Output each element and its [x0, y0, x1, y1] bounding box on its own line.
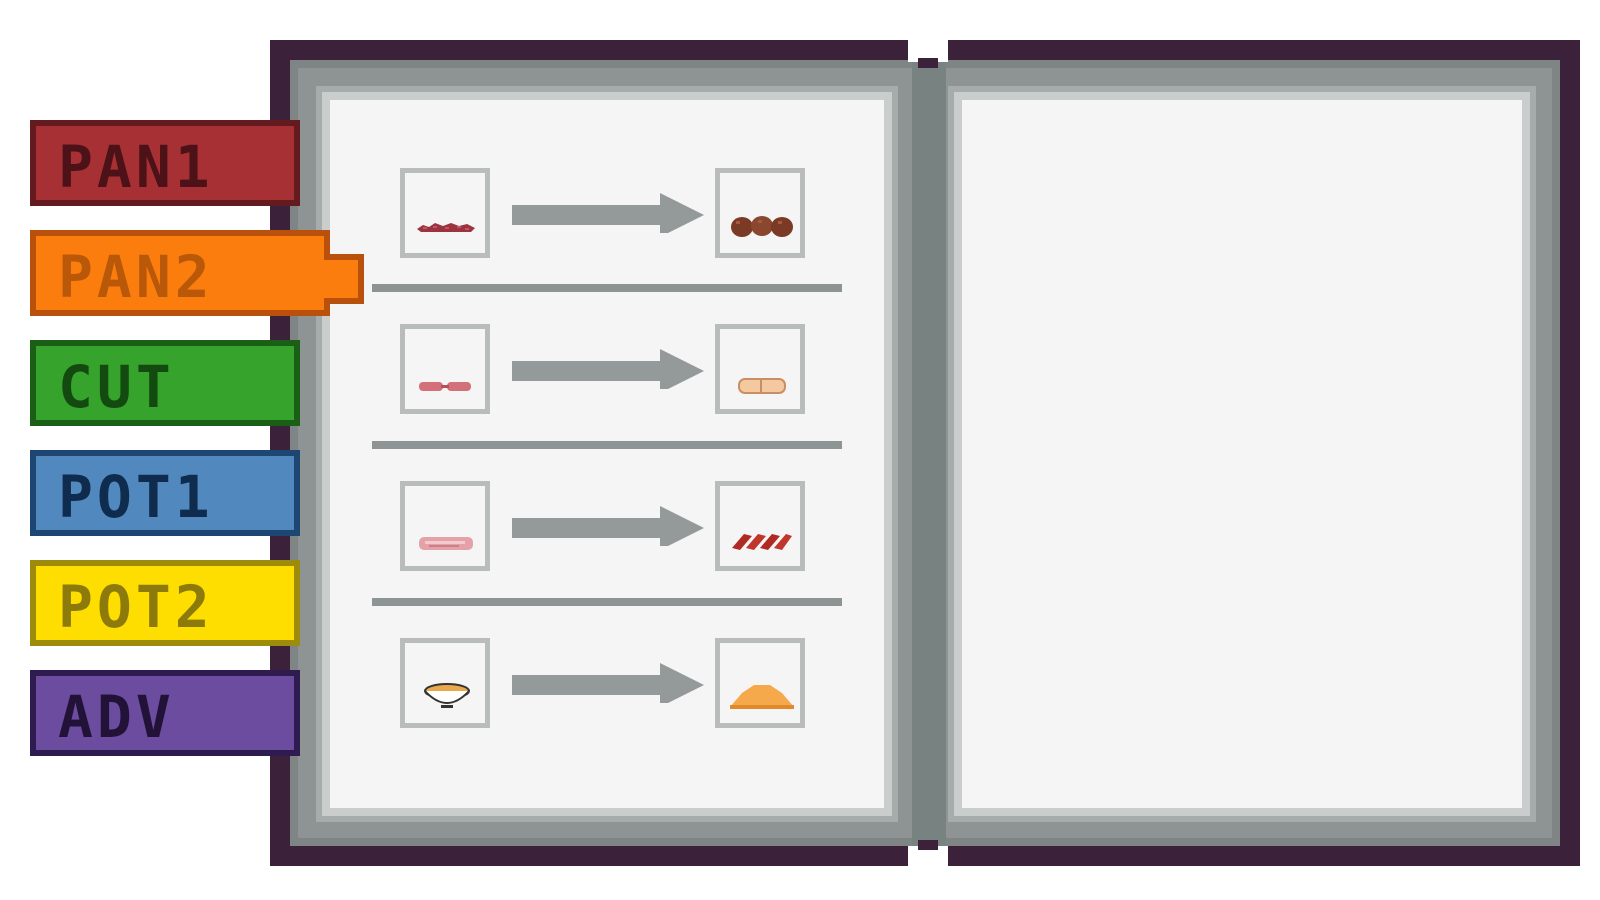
tab-adv-label: ADV	[58, 683, 175, 751]
arrow-right-icon	[512, 506, 704, 546]
raw-bacon-slab-icon	[419, 537, 473, 550]
tab-pot2[interactable]: POT2	[30, 560, 300, 646]
raw-ground-meat-icon	[417, 223, 475, 232]
book-spine	[912, 60, 946, 846]
recipe-divider	[372, 441, 842, 449]
cooked-bun-icon	[738, 378, 786, 394]
spine-notch-top	[908, 40, 948, 68]
tab-pan1-label: PAN1	[58, 133, 214, 201]
cooked-bacon-strips-icon	[732, 534, 792, 550]
raw-sausages-icon	[419, 382, 471, 391]
tab-pot1[interactable]: POT1	[30, 450, 300, 536]
result-slot[interactable]	[715, 168, 805, 258]
recipe-row[interactable]	[400, 638, 820, 734]
tab-cut-label: CUT	[58, 353, 175, 421]
tab-pot1-label: POT1	[58, 463, 214, 531]
batter-bowl-icon	[424, 683, 470, 708]
result-slot[interactable]	[715, 324, 805, 414]
tab-cut[interactable]: CUT	[30, 340, 300, 426]
tab-pan1[interactable]: PAN1	[30, 120, 300, 206]
arrow-right-icon	[512, 349, 704, 389]
arrow-right-icon	[512, 663, 704, 703]
arrow-right-icon	[512, 193, 704, 233]
ingredient-slot[interactable]	[400, 168, 490, 258]
right-page	[962, 100, 1522, 808]
spine-notch-bottom	[908, 840, 948, 868]
cooked-pancake-icon	[730, 685, 794, 709]
tab-adv[interactable]: ADV	[30, 670, 300, 756]
tab-pot2-label: POT2	[58, 573, 214, 641]
cooked-meatballs-icon	[731, 216, 793, 237]
ingredient-slot[interactable]	[400, 324, 490, 414]
recipe-divider	[372, 598, 842, 606]
recipe-row[interactable]	[400, 168, 820, 264]
ingredient-slot[interactable]	[400, 638, 490, 728]
result-slot[interactable]	[715, 638, 805, 728]
recipe-divider	[372, 284, 842, 292]
tab-pan2[interactable]: PAN2	[30, 230, 364, 316]
result-slot[interactable]	[715, 481, 805, 571]
recipe-row[interactable]	[400, 481, 820, 577]
recipe-row[interactable]	[400, 324, 820, 420]
tab-pan2-label: PAN2	[58, 243, 214, 311]
ingredient-slot[interactable]	[400, 481, 490, 571]
